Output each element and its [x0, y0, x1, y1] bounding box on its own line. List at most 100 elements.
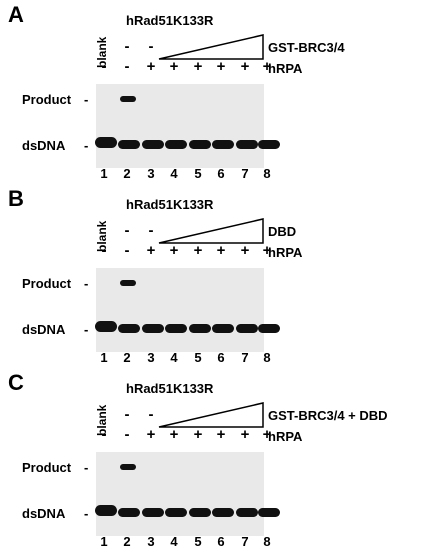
plus-sign: + — [193, 58, 203, 75]
dsdna-band — [189, 508, 211, 517]
plus-sign: + — [216, 242, 226, 259]
plus-sign: + — [216, 426, 226, 443]
lane-number: 8 — [263, 350, 271, 365]
dsdna-band — [95, 321, 117, 332]
dsdna-band — [95, 137, 117, 148]
product-label: Product — [22, 460, 72, 475]
dsdna-label: dsDNA — [22, 506, 66, 521]
hrpa-label: hRPA — [268, 429, 303, 444]
lane-number: 7 — [241, 534, 249, 549]
product-dash: - — [84, 92, 89, 107]
panel-label: B — [8, 186, 24, 211]
lane-number: 5 — [194, 166, 202, 181]
plus-sign: + — [146, 426, 156, 443]
reagent-label: GST-BRC3/4 + DBD — [268, 408, 388, 423]
titration-wedge — [158, 34, 264, 60]
dsdna-band — [165, 140, 187, 149]
lane-number: 6 — [217, 534, 225, 549]
plus-sign: + — [193, 426, 203, 443]
reagent-sign: - — [148, 406, 154, 423]
dsdna-dash: - — [84, 322, 89, 337]
lane-number: 1 — [100, 166, 108, 181]
lane-number: 6 — [217, 350, 225, 365]
reagent-sign: - — [148, 222, 154, 239]
dsdna-band — [236, 324, 258, 333]
product-band — [120, 96, 136, 102]
gel-image — [95, 452, 280, 536]
gel-image — [95, 268, 280, 352]
dsdna-band — [212, 140, 234, 149]
plus-sign: + — [146, 58, 156, 75]
panel-title: hRad51K133R — [126, 381, 214, 396]
dsdna-dash: - — [84, 138, 89, 153]
product-band — [120, 464, 136, 470]
lane-number: 7 — [241, 350, 249, 365]
plus-sign: + — [262, 426, 272, 443]
panel-label: C — [8, 370, 24, 395]
reagent-label: GST-BRC3/4 — [268, 40, 345, 55]
dsdna-band — [236, 140, 258, 149]
plus-sign: + — [240, 426, 250, 443]
reagent-sign: - — [124, 38, 130, 55]
lane-number: 5 — [194, 534, 202, 549]
plus-sign: + — [169, 58, 179, 75]
wedge-outline — [158, 218, 264, 244]
minus-sign: - — [101, 426, 107, 443]
plus-sign: + — [169, 242, 179, 259]
lane-number: 3 — [147, 534, 155, 549]
panel-title: hRad51K133R — [126, 13, 214, 28]
lane-number: 4 — [170, 534, 178, 549]
panel-title: hRad51K133R — [126, 197, 214, 212]
minus-sign: - — [101, 58, 107, 75]
lane-number: 8 — [263, 166, 271, 181]
product-band — [120, 280, 136, 286]
lane-number: 6 — [217, 166, 225, 181]
product-label: Product — [22, 92, 72, 107]
dsdna-band — [212, 508, 234, 517]
dsdna-band — [212, 324, 234, 333]
plus-sign: + — [169, 426, 179, 443]
panel-label: A — [8, 2, 24, 27]
hrpa-label: hRPA — [268, 61, 303, 76]
minus-sign: - — [101, 242, 107, 259]
gel-image — [95, 84, 280, 168]
product-dash: - — [84, 276, 89, 291]
plus-sign: + — [240, 242, 250, 259]
lane-number: 1 — [100, 350, 108, 365]
hrpa-label: hRPA — [268, 245, 303, 260]
dsdna-band — [142, 508, 164, 517]
lane-number: 2 — [123, 350, 131, 365]
lane-number: 1 — [100, 534, 108, 549]
minus-sign: - — [124, 58, 130, 75]
dsdna-band — [165, 324, 187, 333]
dsdna-band — [189, 140, 211, 149]
dsdna-dash: - — [84, 506, 89, 521]
lane-number: 2 — [123, 166, 131, 181]
plus-sign: + — [216, 58, 226, 75]
reagent-sign: - — [124, 406, 130, 423]
dsdna-band — [236, 508, 258, 517]
product-dash: - — [84, 460, 89, 475]
lane-number: 4 — [170, 166, 178, 181]
dsdna-band — [118, 508, 140, 517]
plus-sign: + — [146, 242, 156, 259]
dsdna-band — [95, 505, 117, 516]
reagent-label: DBD — [268, 224, 297, 239]
reagent-sign: - — [148, 38, 154, 55]
minus-sign: - — [124, 426, 130, 443]
wedge-outline — [158, 402, 264, 428]
dsdna-band — [118, 140, 140, 149]
wedge-outline — [158, 34, 264, 60]
minus-sign: - — [124, 242, 130, 259]
dsdna-band — [189, 324, 211, 333]
titration-wedge — [158, 218, 264, 244]
dsdna-band — [165, 508, 187, 517]
dsdna-band — [258, 140, 280, 149]
reagent-sign: - — [124, 222, 130, 239]
titration-wedge — [158, 402, 264, 428]
dsdna-band — [142, 324, 164, 333]
plus-sign: + — [262, 58, 272, 75]
